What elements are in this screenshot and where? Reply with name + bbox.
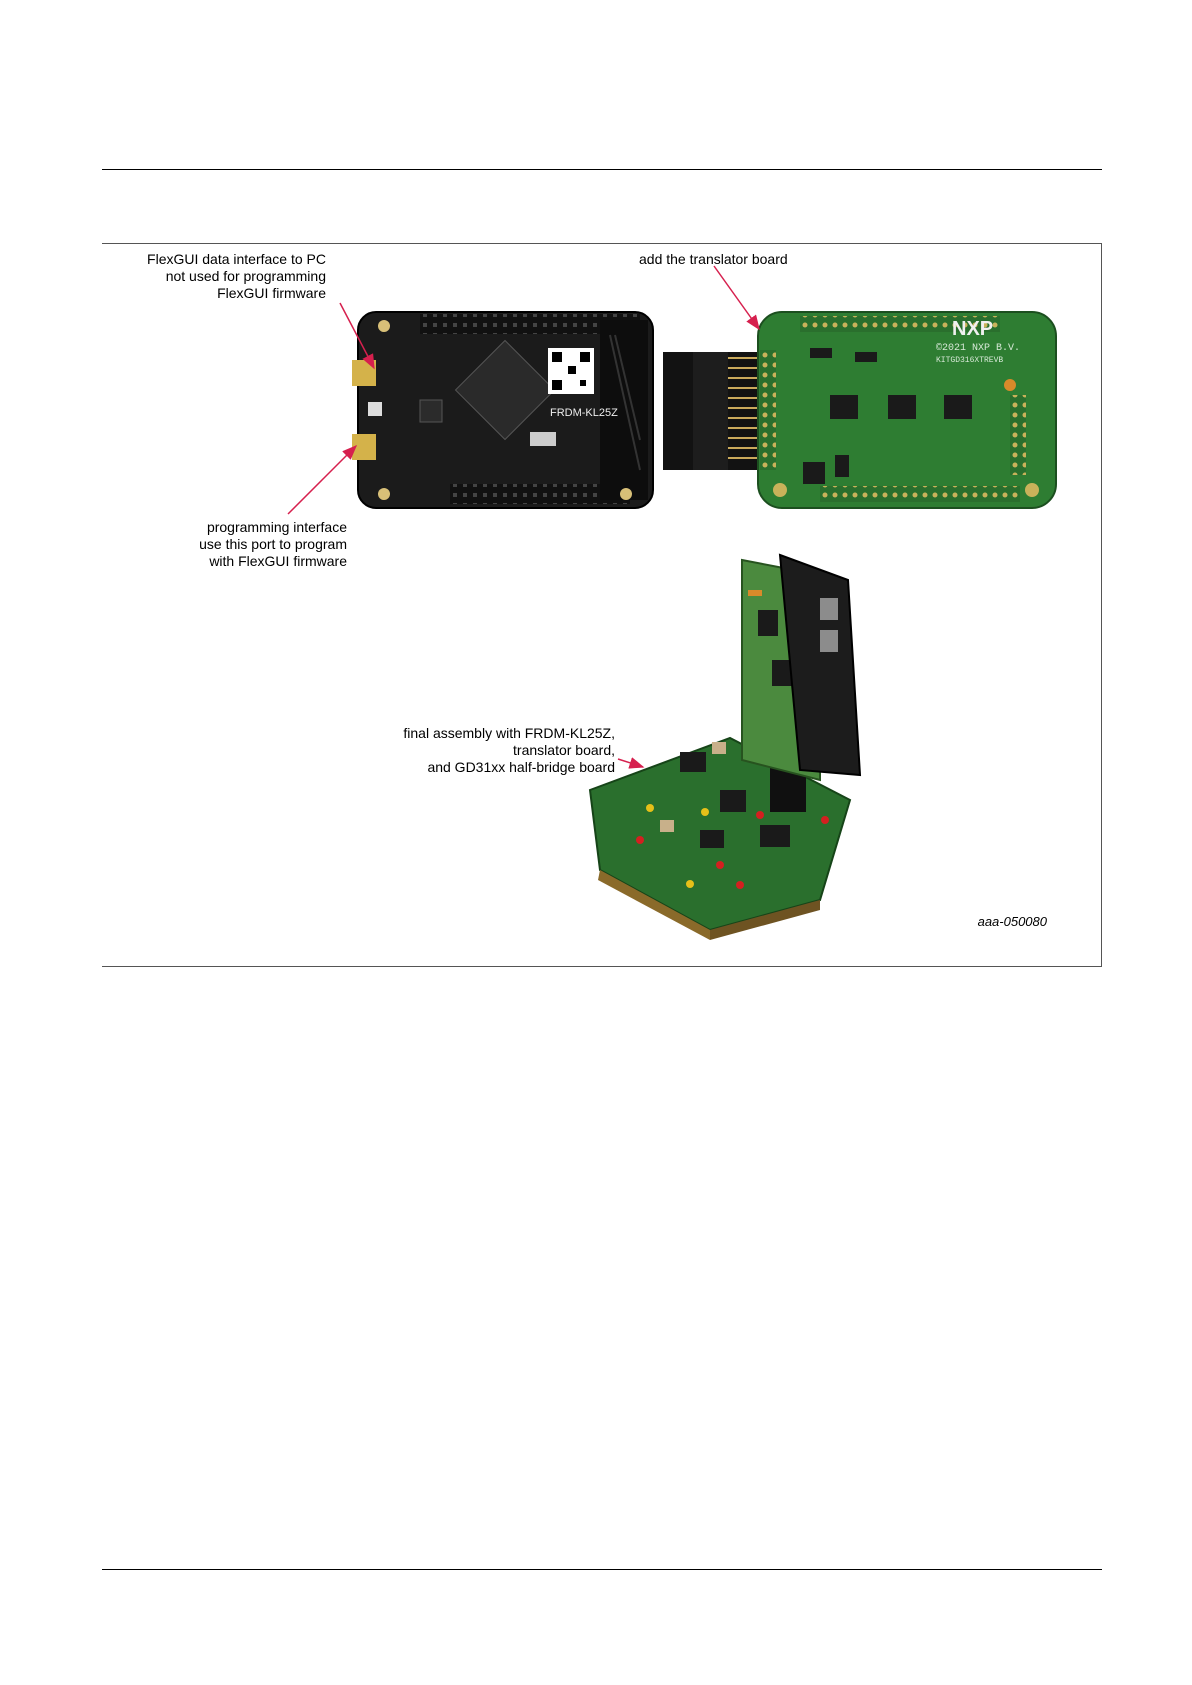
callout-line: FlexGUI firmware — [147, 285, 326, 302]
callout-translator-board: add the translator board — [639, 251, 788, 268]
callout-line: translator board, — [403, 742, 615, 759]
callout-line: FlexGUI data interface to PC — [147, 251, 326, 268]
callout-line: not used for programming — [147, 268, 326, 285]
final-assembly-photo — [590, 555, 860, 940]
arrow-final-assembly — [618, 759, 643, 767]
callout-line: use this port to program — [199, 536, 347, 553]
callout-line: add the translator board — [639, 251, 788, 268]
callout-line: and GD31xx half-bridge board — [403, 759, 615, 776]
translator-board: NXP ©2021 NXP B.V. KITGD316XTREVB — [758, 312, 1056, 508]
figure-id: aaa-050080 — [978, 913, 1047, 930]
frdm-board-label: FRDM-KL25Z — [550, 407, 618, 419]
callout-line: with FlexGUI firmware — [199, 553, 347, 570]
callout-programming-interface: programming interface use this port to p… — [199, 519, 347, 570]
arrow-translator-board — [714, 266, 759, 329]
arrow-programming-interface — [288, 446, 356, 514]
translator-part-number: KITGD316XTREVB — [936, 356, 1003, 365]
translator-copyright: ©2021 NXP B.V. — [936, 342, 1020, 354]
callout-line: programming interface — [199, 519, 347, 536]
frdm-kl25z-board: FRDM-KL25Z — [352, 312, 653, 508]
footer-rule — [102, 1569, 1102, 1570]
callout-line: final assembly with FRDM-KL25Z, — [403, 725, 615, 742]
header-connector — [663, 352, 770, 470]
callout-final-assembly: final assembly with FRDM-KL25Z, translat… — [403, 725, 615, 776]
nxp-logo: NXP — [952, 318, 993, 340]
callout-flexgui-interface: FlexGUI data interface to PC not used fo… — [147, 251, 326, 302]
